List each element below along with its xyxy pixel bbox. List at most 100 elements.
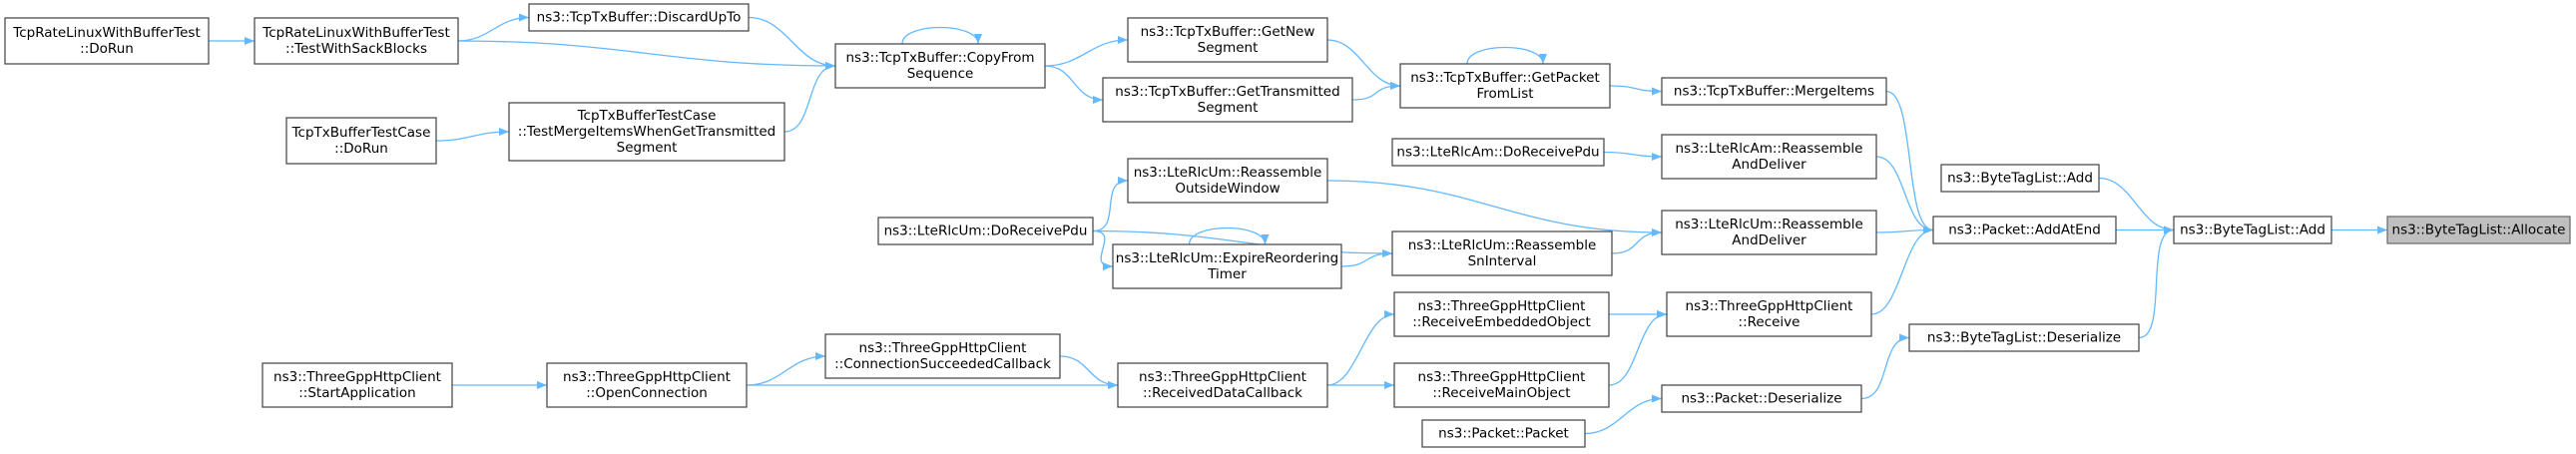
node-label: ns3::ByteTagList::Add	[2180, 223, 2325, 238]
graph-node-bytetaglist-add1[interactable]: ns3::ByteTagList::Add	[1940, 164, 2100, 193]
node-label: ::TestMergeItemsWhenGetTransmitted	[518, 124, 775, 140]
node-label: ns3::TcpTxBuffer::GetNew	[1141, 24, 1315, 40]
graph-node-packet-addatend[interactable]: ns3::Packet::AddAtEnd	[1932, 216, 2117, 244]
node-label: ns3::LteRlcUm::Reassemble	[1408, 237, 1597, 253]
node-box	[1661, 134, 1877, 180]
node-label: ns3::TcpTxBuffer::GetPacket	[1410, 70, 1600, 86]
edge-tcptx-copyfrom-to-tcptx-gettransmitted	[1044, 65, 1104, 104]
node-label: ns3::ThreeGppHttpClient	[1686, 298, 1853, 314]
node-label: ::DoRun	[80, 41, 134, 57]
edge-tcptx-testmerge-to-tcptx-copyfrom	[783, 62, 836, 133]
node-box	[528, 3, 750, 32]
node-label: ns3::ByteTagList::Deserialize	[1927, 330, 2121, 346]
node-label: AndDeliver	[1732, 157, 1806, 173]
node-label: ::ReceiveMainObject	[1432, 385, 1570, 401]
node-label: ::ReceiveEmbeddedObject	[1412, 314, 1591, 330]
graph-node-tcprate-dorun[interactable]: TcpRateLinuxWithBufferTest::DoRun	[4, 17, 210, 65]
node-label: FromList	[1476, 86, 1533, 102]
node-box	[1661, 384, 1862, 413]
graph-node-tcprate-testwithsack[interactable]: TcpRateLinuxWithBufferTest::TestWithSack…	[254, 17, 459, 65]
edge-lterlcum-outside-to-lterlcum-reassemble	[1326, 180, 1663, 236]
graph-node-http-receive[interactable]: ns3::ThreeGppHttpClient::Receive	[1666, 291, 1872, 337]
graph-node-http-receiveembedded[interactable]: ns3::ThreeGppHttpClient::ReceiveEmbedded…	[1393, 291, 1610, 337]
node-box	[4, 17, 210, 65]
graph-node-http-receiveddata[interactable]: ns3::ThreeGppHttpClient::ReceivedDataCal…	[1117, 362, 1328, 408]
node-label: ns3::ThreeGppHttpClient	[1418, 369, 1586, 385]
edge-tcptx-discard-to-tcptx-copyfrom	[748, 16, 836, 70]
node-box	[1421, 419, 1586, 448]
node-box	[1399, 63, 1611, 109]
node-label: ns3::Packet::Packet	[1438, 426, 1569, 442]
node-box	[546, 362, 748, 408]
node-label: ::StartApplication	[298, 385, 416, 401]
edge-http-openconn-to-http-connsucceeded	[746, 352, 826, 386]
graph-node-http-openconn[interactable]: ns3::ThreeGppHttpClient::OpenConnection	[546, 362, 748, 408]
node-label: ns3::TcpTxBuffer::GetTransmitted	[1115, 84, 1339, 100]
node-label: Segment	[1198, 40, 1259, 56]
node-label: TcpRateLinuxWithBufferTest	[12, 25, 200, 41]
node-label: ns3::LteRlcUm::DoReceivePdu	[884, 224, 1088, 239]
graph-node-bytetaglist-add2[interactable]: ns3::ByteTagList::Add	[2173, 216, 2332, 244]
node-label: Sequence	[907, 66, 974, 82]
node-box	[1391, 230, 1613, 276]
node-label: SnInterval	[1468, 253, 1537, 269]
node-label: ns3::LteRlcAm::Reassemble	[1676, 141, 1863, 157]
node-box	[1666, 291, 1872, 337]
graph-node-packet-packet[interactable]: ns3::Packet::Packet	[1421, 419, 1586, 448]
graph-node-tcptx-discard[interactable]: ns3::TcpTxBuffer::DiscardUpTo	[528, 3, 750, 32]
edge-http-receive-to-packet-addatend	[1870, 226, 1934, 315]
node-label: Segment	[1198, 100, 1259, 116]
edge-bytetaglist-deserialize-to-bytetaglist-add2	[2138, 226, 2175, 339]
node-label: ::ConnectionSucceededCallback	[834, 356, 1051, 372]
edge-http-receivemain-to-http-receive	[1608, 310, 1668, 386]
edge-lterlcam-doreceive-to-lterlcam-reassemble	[1603, 151, 1663, 161]
node-box	[824, 333, 1061, 379]
node-label: ns3::TcpTxBuffer::CopyFrom	[846, 50, 1035, 66]
edge-lterlcam-reassemble-to-packet-addatend	[1875, 156, 1934, 234]
node-box	[877, 217, 1094, 245]
node-box	[1932, 216, 2117, 244]
node-label: ::DoRun	[334, 141, 388, 157]
graph-node-lterlcum-doreceive[interactable]: ns3::LteRlcUm::DoReceivePdu	[877, 217, 1094, 245]
edge-lterlcum-doreceive-to-lterlcum-outside	[1092, 177, 1129, 232]
node-label: ns3::ThreeGppHttpClient	[563, 369, 731, 385]
node-box	[1393, 291, 1610, 337]
graph-node-tcptx-testmerge[interactable]: TcpTxBufferTestCase::TestMergeItemsWhenG…	[508, 102, 785, 162]
node-label: ns3::ThreeGppHttpClient	[859, 340, 1027, 356]
graph-node-tcptx-mergeitems[interactable]: ns3::TcpTxBuffer::MergeItems	[1661, 77, 1887, 106]
node-box	[1102, 77, 1353, 123]
graph-node-packet-deserialize[interactable]: ns3::Packet::Deserialize	[1661, 384, 1862, 413]
node-box	[508, 102, 785, 162]
node-box	[1940, 164, 2100, 193]
node-label: ::ReceivedDataCallback	[1143, 385, 1302, 401]
edge-tcptx-copyfrom-to-tcptx-getnew	[1044, 36, 1129, 67]
edge-lterlcum-doreceive-to-lterlcum-expire	[1092, 229, 1114, 270]
edge-tcptx-getpacket-to-tcptx-mergeitems	[1609, 85, 1663, 96]
graph-node-http-connsucceeded[interactable]: ns3::ThreeGppHttpClient::ConnectionSucce…	[824, 333, 1061, 379]
graph-node-bytetaglist-allocate[interactable]: ns3::ByteTagList::Allocate	[2386, 216, 2571, 244]
edge-packet-packet-to-packet-deserialize	[1584, 394, 1663, 435]
edge-lterlcum-expire-to-lterlcum-reassemblesn	[1340, 249, 1393, 267]
node-label: ::OpenConnection	[586, 385, 708, 401]
node-box	[1127, 17, 1328, 63]
graph-node-lterlcam-doreceive[interactable]: ns3::LteRlcAm::DoReceivePdu	[1391, 138, 1605, 167]
graph-node-http-receivemain[interactable]: ns3::ThreeGppHttpClient::ReceiveMainObje…	[1393, 362, 1610, 408]
edge-tcptx-gettransmitted-to-tcptx-getpacket	[1351, 82, 1401, 101]
node-box	[254, 17, 459, 65]
graph-node-bytetaglist-deserialize[interactable]: ns3::ByteTagList::Deserialize	[1908, 323, 2140, 352]
node-label: ns3::LteRlcUm::Reassemble	[1675, 217, 1863, 232]
node-label: TcpTxBufferTestCase	[577, 108, 717, 124]
node-box	[1112, 243, 1342, 289]
graph-node-http-startapp[interactable]: ns3::ThreeGppHttpClient::StartApplicatio…	[261, 362, 453, 408]
graph-node-tcptx-testcase-dorun[interactable]: TcpTxBufferTestCase::DoRun	[285, 117, 437, 165]
node-label: ns3::ByteTagList::Add	[1947, 171, 2093, 187]
